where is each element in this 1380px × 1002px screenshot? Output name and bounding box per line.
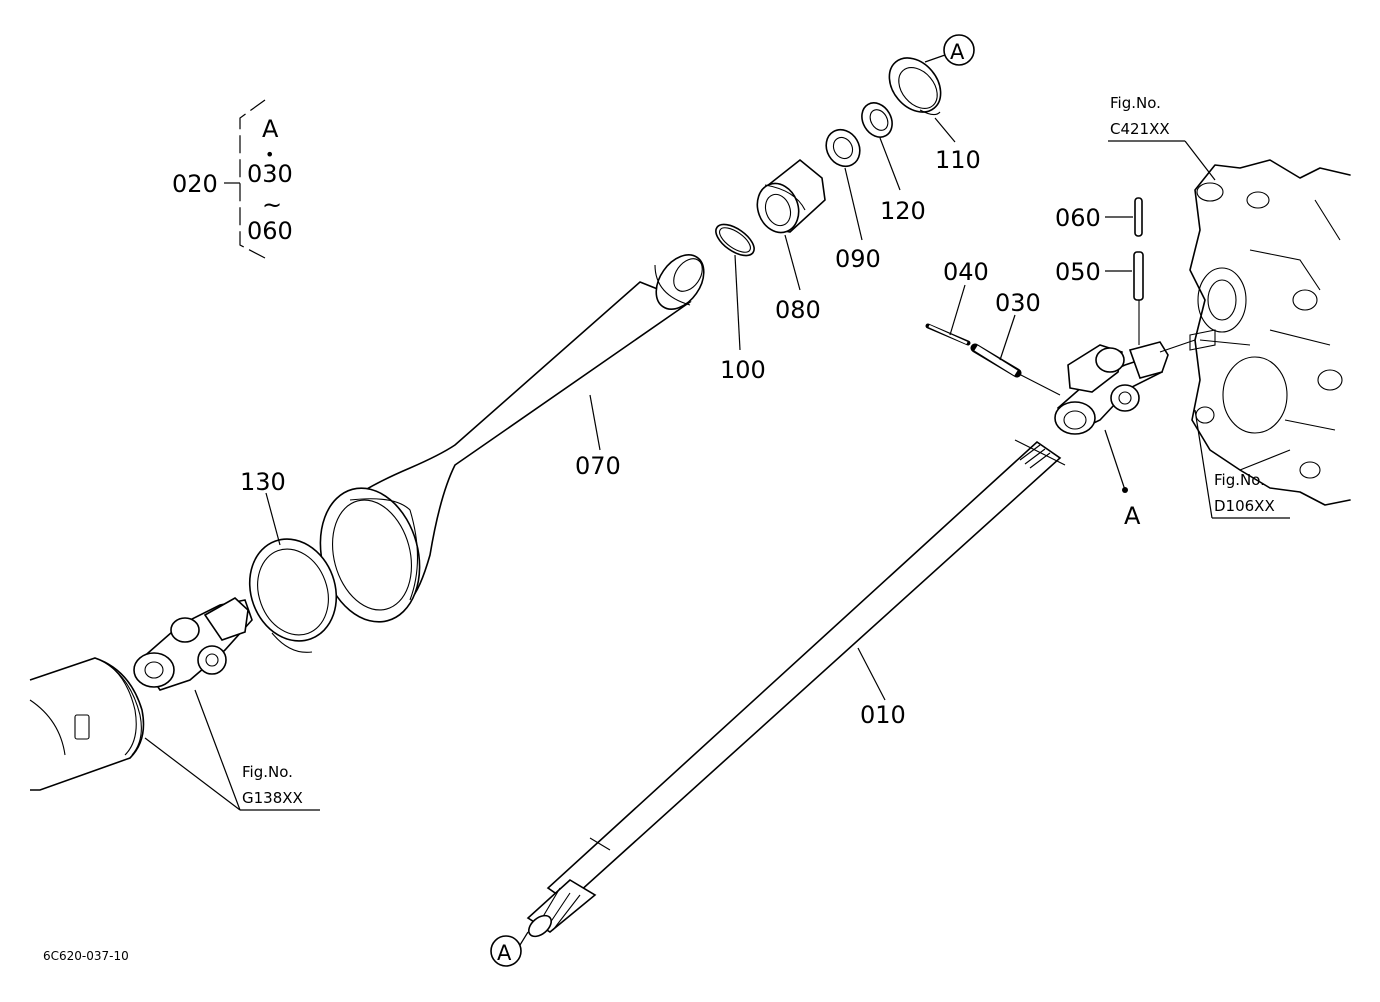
oring-100: 100	[715, 223, 766, 384]
circle-marker-a-top: A	[943, 34, 975, 66]
label-130: 130	[240, 468, 286, 496]
pin-060: 060	[1055, 197, 1143, 237]
transmission-case	[1189, 159, 1351, 506]
ref-g138: Fig.No. G138XX	[240, 763, 320, 811]
right-universal-joint: A	[1054, 339, 1196, 530]
seal-120: 120	[861, 102, 926, 225]
circle-a-bottom-text: A	[497, 941, 512, 965]
label-110: 110	[935, 146, 981, 174]
pin-030: 030	[970, 289, 1061, 396]
pin-040: 040	[925, 258, 989, 346]
left-universal-joint	[133, 597, 253, 811]
ref-c421: Fig.No. C421XX	[1108, 94, 1216, 181]
group-tilde: ~	[262, 191, 282, 219]
label-040: 040	[943, 258, 989, 286]
tube-070: 070	[319, 254, 705, 623]
label-020: 020	[172, 170, 218, 198]
drawing-code: 6C620-037-10	[43, 949, 129, 963]
point-a-label: A	[1124, 502, 1141, 530]
shaft-010: 010	[519, 439, 1066, 946]
pin-050: 050	[1055, 251, 1144, 345]
group-from: 030	[247, 160, 293, 188]
ref-c421-fig-label: Fig.No.	[1110, 94, 1161, 112]
group-dot: •	[265, 145, 274, 164]
ref-c421-code: C421XX	[1110, 120, 1170, 138]
label-010: 010	[860, 701, 906, 729]
ref-d106-code: D106XX	[1214, 497, 1275, 515]
ref-g138-code: G138XX	[242, 789, 303, 807]
ref-d106-fig-label: Fig.No.	[1214, 471, 1265, 489]
label-060: 060	[1055, 204, 1101, 232]
left-gearbox	[29, 657, 241, 811]
label-080: 080	[775, 296, 821, 324]
clamp-130: 130	[240, 468, 338, 653]
circle-a-top-text: A	[950, 40, 965, 64]
label-090: 090	[835, 245, 881, 273]
sleeve-080: 080	[756, 158, 826, 324]
ref-d106: Fig.No. D106XX	[1194, 409, 1290, 519]
label-030: 030	[995, 289, 1041, 317]
label-100: 100	[720, 356, 766, 384]
bearing-090: 090	[825, 128, 881, 273]
circle-marker-a-bottom: A	[490, 935, 522, 967]
group-to: 060	[247, 217, 293, 245]
label-050: 050	[1055, 258, 1101, 286]
assembly-group-020: 020 A • 030 ~ 060	[172, 99, 293, 259]
label-070: 070	[575, 452, 621, 480]
ref-g138-fig-label: Fig.No.	[242, 763, 293, 781]
group-top-a: A	[262, 115, 279, 143]
clamp-110: 110	[888, 54, 981, 174]
label-120: 120	[880, 197, 926, 225]
